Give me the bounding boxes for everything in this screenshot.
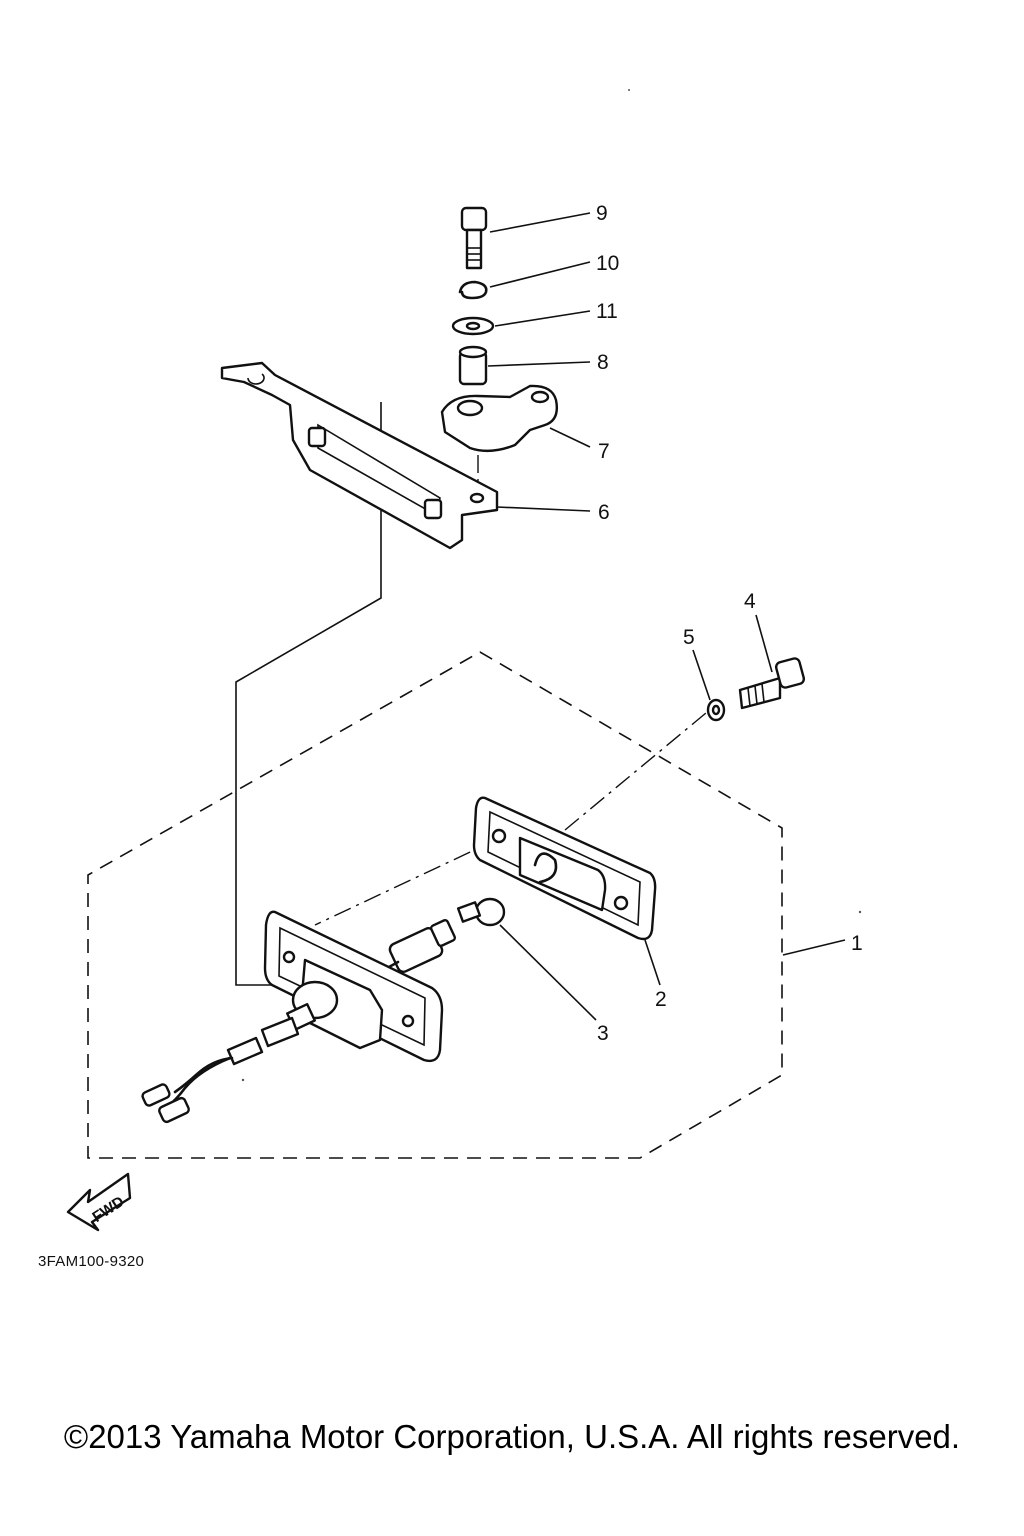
copyright-notice: ©2013 Yamaha Motor Corporation, U.S.A. A… bbox=[63, 1418, 961, 1455]
assembly-outline bbox=[87, 651, 783, 1159]
alignment-line bbox=[314, 837, 501, 926]
callout-9: 9 bbox=[596, 202, 608, 225]
callout-5: 5 bbox=[683, 626, 695, 649]
leader-line-5 bbox=[692, 649, 711, 701]
collar-part bbox=[458, 345, 488, 386]
callout-1: 1 bbox=[851, 932, 863, 955]
fwd-arrow-icon: FWD bbox=[66, 1172, 132, 1232]
drawing-code: 3FAM100-9320 bbox=[38, 1253, 145, 1270]
routing-line bbox=[235, 402, 382, 986]
callout-11: 11 bbox=[596, 300, 618, 323]
leader-line-8 bbox=[487, 361, 591, 367]
leader-line-1 bbox=[782, 939, 846, 956]
lock-washer-part bbox=[458, 280, 488, 300]
bolt-part bbox=[460, 206, 488, 270]
arm-part bbox=[440, 384, 559, 453]
leader-line-2 bbox=[644, 939, 661, 986]
socket-part bbox=[378, 919, 457, 974]
callout-2: 2 bbox=[655, 988, 667, 1011]
leader-line-4 bbox=[755, 614, 773, 673]
leader-line-10 bbox=[489, 261, 591, 288]
callout-4: 4 bbox=[744, 590, 756, 613]
callout-3: 3 bbox=[597, 1022, 609, 1045]
leader-line-6 bbox=[496, 506, 591, 512]
small-washer-part bbox=[706, 698, 726, 722]
callout-6: 6 bbox=[598, 501, 610, 524]
alignment-line bbox=[564, 707, 713, 831]
bulb-part bbox=[456, 897, 506, 927]
leader-line-9 bbox=[489, 212, 591, 233]
wiring-part bbox=[141, 1002, 316, 1124]
leader-line-3 bbox=[499, 924, 597, 1021]
callout-7: 7 bbox=[598, 440, 610, 463]
bracket-part bbox=[220, 361, 499, 550]
callout-8: 8 bbox=[597, 351, 609, 374]
lens-part bbox=[472, 796, 657, 941]
leader-line-11 bbox=[494, 310, 591, 327]
callout-10: 10 bbox=[596, 252, 619, 275]
side-bolt-part bbox=[738, 657, 806, 710]
leader-line-7 bbox=[549, 427, 591, 448]
washer-part bbox=[451, 316, 495, 336]
lamp-housing-part bbox=[263, 910, 444, 1063]
